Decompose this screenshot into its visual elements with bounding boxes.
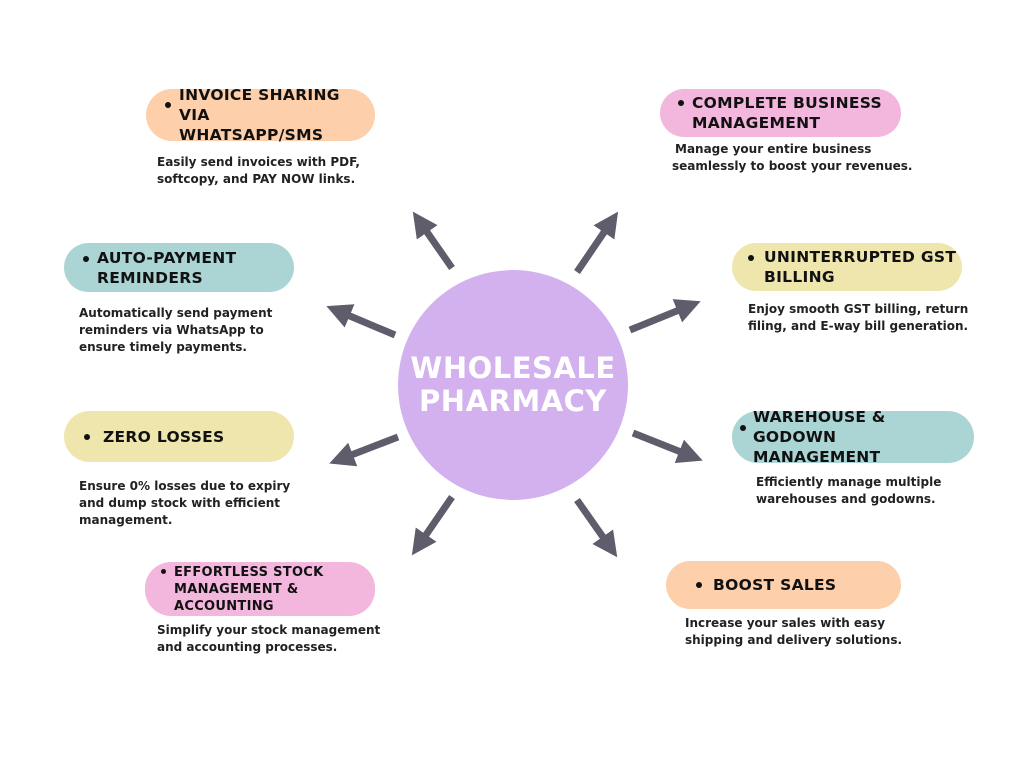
bullet-icon <box>740 425 746 431</box>
arrow-to-stock <box>411 495 455 556</box>
feature-desc-sales: Increase your sales with easy shipping a… <box>685 616 903 647</box>
feature-desc-stock: Simplify your stock management and accou… <box>157 623 381 654</box>
feature-pill-sales: BOOST SALES <box>666 561 901 609</box>
feature-pill-stock: EFFORTLESS STOCK MANAGEMENT & ACCOUNTING <box>145 562 375 616</box>
bullet-icon <box>678 100 684 106</box>
feature-title-reminders: AUTO-PAYMENT REMINDERS <box>97 248 237 287</box>
feature-title-sales: BOOST SALES <box>713 576 837 594</box>
hub-title-line1: WHOLESALE <box>410 351 616 385</box>
feature-title-business: COMPLETE BUSINESS MANAGEMENT <box>692 94 882 132</box>
feature-desc-business: Manage your entire business seamlessly t… <box>672 142 913 173</box>
feature-title-invoice: INVOICE SHARING VIA WHATSAPP/SMS <box>179 86 340 144</box>
feature-desc-reminders: Automatically send payment reminders via… <box>79 306 273 354</box>
bullet-icon <box>83 256 89 262</box>
bullet-icon <box>748 255 754 261</box>
feature-pill-gst: UNINTERRUPTED GST BILLING <box>732 243 962 291</box>
bullet-icon <box>84 433 90 440</box>
feature-title-gst: UNINTERRUPTED GST BILLING <box>764 248 957 286</box>
arrow-to-sales <box>574 497 618 558</box>
arrow-to-gst <box>628 299 701 334</box>
feature-desc-invoice: Easily send invoices with PDF, softcopy,… <box>157 155 360 186</box>
bullet-icon <box>165 102 171 108</box>
feature-desc-losses: Ensure 0% losses due to expiry and dump … <box>79 479 291 527</box>
arrow-to-invoice <box>412 211 455 270</box>
hub-title-line2: PHARMACY <box>419 384 607 418</box>
feature-pill-invoice: INVOICE SHARING VIA WHATSAPP/SMS <box>146 86 375 144</box>
arrow-to-warehouse <box>631 429 703 464</box>
arrow-to-losses <box>329 433 400 467</box>
feature-title-warehouse: WAREHOUSE & GODOWN MANAGEMENT <box>753 408 886 466</box>
feature-desc-warehouse: Efficiently manage multiple warehouses a… <box>756 475 942 506</box>
bullet-icon <box>696 582 702 588</box>
feature-pill-reminders: AUTO-PAYMENT REMINDERS <box>64 243 294 292</box>
feature-desc-gst: Enjoy smooth GST billing, return filing,… <box>748 302 969 333</box>
feature-title-stock: EFFORTLESS STOCK MANAGEMENT & ACCOUNTING <box>174 564 324 614</box>
arrow-to-business <box>574 211 619 274</box>
feature-pill-business: COMPLETE BUSINESS MANAGEMENT <box>660 89 901 137</box>
arrow-to-reminders <box>326 304 397 339</box>
feature-pill-losses: ZERO LOSSES <box>64 411 294 462</box>
feature-title-losses: ZERO LOSSES <box>103 427 225 446</box>
feature-pill-warehouse: WAREHOUSE & GODOWN MANAGEMENT <box>732 408 974 466</box>
bullet-icon <box>161 569 166 574</box>
hub-circle: WHOLESALE PHARMACY <box>398 270 628 500</box>
